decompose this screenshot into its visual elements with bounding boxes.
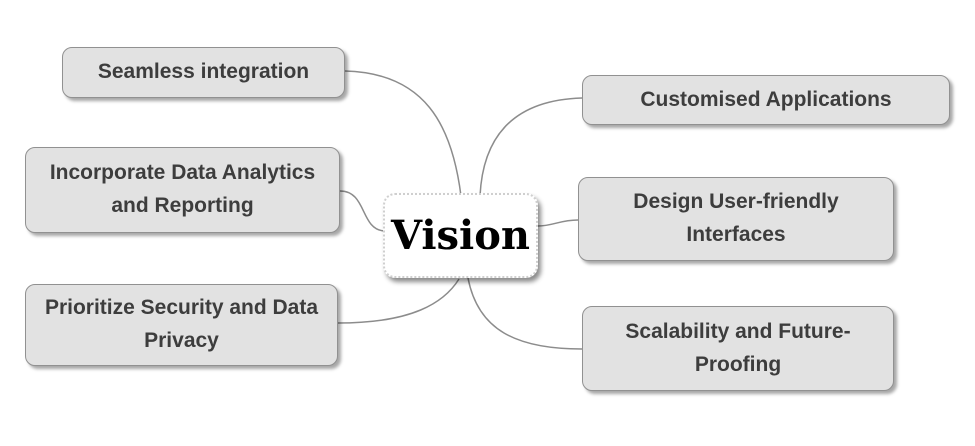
node-label: Prioritize Security and Data Privacy — [44, 296, 319, 352]
connector-customised-applications — [479, 97, 583, 197]
connector-prioritize-security — [337, 278, 460, 324]
node-label: Incorporate Data Analytics and Reporting — [49, 161, 316, 217]
connector-seamless-integration — [344, 70, 462, 197]
node-label: Seamless integration — [97, 60, 310, 84]
node-label: Scalability and Future-Proofing — [625, 319, 851, 376]
node-vision-center[interactable]: Vision — [383, 193, 538, 278]
connector-scalability-future-proofing — [467, 277, 583, 350]
node-label: Customised Applications — [640, 87, 892, 111]
node-label: Design User-friendly Interfaces — [633, 190, 839, 246]
node-customised-applications[interactable]: Customised Applications — [582, 75, 950, 125]
node-scalability-future-proofing[interactable]: Scalability and Future-Proofing — [582, 306, 894, 391]
node-prioritize-security[interactable]: Prioritize Security and Data Privacy — [25, 284, 338, 366]
node-design-user-friendly[interactable]: Design User-friendly Interfaces — [578, 177, 894, 261]
node-seamless-integration[interactable]: Seamless integration — [62, 47, 345, 98]
node-incorporate-data-analytics[interactable]: Incorporate Data Analytics and Reporting — [25, 147, 340, 233]
center-node-label: Vision — [390, 212, 530, 259]
connector-design-user-friendly — [537, 219, 579, 227]
connector-incorporate-data-analytics — [339, 190, 385, 232]
